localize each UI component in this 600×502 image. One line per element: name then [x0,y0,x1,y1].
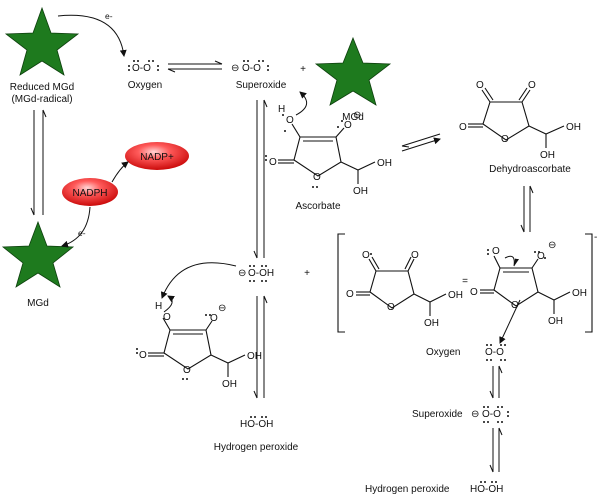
plus-mid: + [304,268,310,279]
svg-text:OH: OH [548,316,563,327]
svg-text:⊖: ⊖ [471,409,479,420]
hydrogen-peroxide-right-label: Hydrogen peroxide [365,484,450,495]
svg-text:O-O: O-O [242,63,261,74]
mgd-star-top [314,36,392,106]
e-lower-label: e- [78,228,86,238]
svg-text:O: O [511,300,519,311]
mgd-top-label: MGd [342,112,364,123]
svg-text:O: O [344,120,352,131]
svg-text:OH: OH [448,290,463,301]
superoxide-molecule-right: ⊖ O-O [471,406,509,423]
bracket-charge: - [594,232,597,243]
svg-text:O: O [492,246,500,257]
svg-text:O-OH: O-OH [248,268,274,279]
oxygen-right-label: Oxygen [426,347,460,358]
svg-text:OH: OH [222,379,237,390]
svg-text:⊖: ⊖ [238,268,246,279]
ascorbate-structure: O O H O ⊖ O OH OH [265,104,392,197]
hydrogen-peroxide-mid-label: Hydrogen peroxide [214,442,299,453]
reduced-mgd-star [4,6,80,76]
svg-text:O: O [537,251,545,262]
e-top-label: e- [105,11,113,21]
nadph-pill [62,178,118,206]
svg-text:⊖: ⊖ [353,110,361,121]
svg-text:O: O [459,122,467,133]
svg-text:HO-OH: HO-OH [470,484,503,495]
ascorbate-lower-structure: O O H O ⊖ O OH OH [136,301,262,390]
svg-text:O: O [346,289,354,300]
reduced-mgd-label: Reduced MGd [10,82,74,93]
plus-top: + [300,64,306,75]
svg-text:OH: OH [377,158,392,169]
hydroperoxide-anion: ⊖ O-OH [238,265,274,282]
mgd-star-left [1,220,75,288]
svg-text:O: O [411,250,419,261]
svg-text:O: O [139,350,147,361]
svg-text:O: O [183,365,191,376]
nadph-label: NADPH [72,188,107,199]
svg-text:O: O [210,313,218,324]
nadph-to-nadp-arrow [111,161,129,183]
svg-text:OH: OH [247,351,262,362]
svg-text:O: O [470,287,478,298]
mgd-left-label: MGd [27,298,49,309]
nadp-plus-pill [125,142,189,170]
svg-text:O-O: O-O [132,63,151,74]
ascorbyl-radical-structure-1: O O O O OH OH [346,250,463,329]
oxygen-molecule-right: O-O [485,344,506,361]
hydrogen-peroxide-mid: HO-OH [240,416,273,430]
superoxide-top-label: Superoxide [236,80,287,91]
nadph-electron-arrow [61,206,91,248]
svg-text:O: O [313,172,321,183]
svg-text:OH: OH [572,288,587,299]
svg-text:⊖: ⊖ [218,303,226,314]
svg-text:OH: OH [424,318,439,329]
svg-text:O: O [269,157,277,168]
svg-text:O-O: O-O [482,409,501,420]
svg-text:⊖: ⊖ [548,240,556,251]
svg-text:H: H [155,301,162,312]
dehydroascorbate-label: Dehydroascorbate [489,164,571,175]
svg-text:O: O [501,134,509,145]
oxygen-molecule-top: O-O [128,60,159,74]
svg-text:O: O [387,302,395,313]
svg-text:⊖: ⊖ [231,63,239,74]
bracket-right [585,233,593,333]
svg-text:O: O [362,250,370,261]
equals-sign: = [462,276,468,287]
svg-text:OH: OH [353,186,368,197]
svg-text:OH: OH [566,122,581,133]
ascorbyl-radical-structure-2: O O ⊖ O O OH OH [470,240,587,327]
svg-text:O-O: O-O [485,347,504,358]
nadp-plus-label: NADP+ [140,152,174,163]
svg-text:H: H [278,104,285,115]
svg-text:HO-OH: HO-OH [240,419,273,430]
svg-text:OH: OH [540,150,555,161]
ascorbate-label: Ascorbate [295,201,340,212]
superoxide-molecule-top: ⊖ O-O [231,60,269,74]
superoxide-right-label: Superoxide [412,409,463,420]
mgd-radical-label: (MGd-radical) [11,94,72,105]
svg-text:O: O [286,115,294,126]
svg-text:O: O [528,80,536,91]
svg-text:O: O [163,312,171,323]
hydrogen-peroxide-right: HO-OH [470,481,503,495]
bracket-left [337,233,345,333]
oxygen-top-label: Oxygen [128,80,162,91]
dehydroascorbate-structure: O O O O OH OH [459,80,581,161]
electron-to-oxygen-arrow [57,14,127,57]
svg-text:O: O [476,80,484,91]
